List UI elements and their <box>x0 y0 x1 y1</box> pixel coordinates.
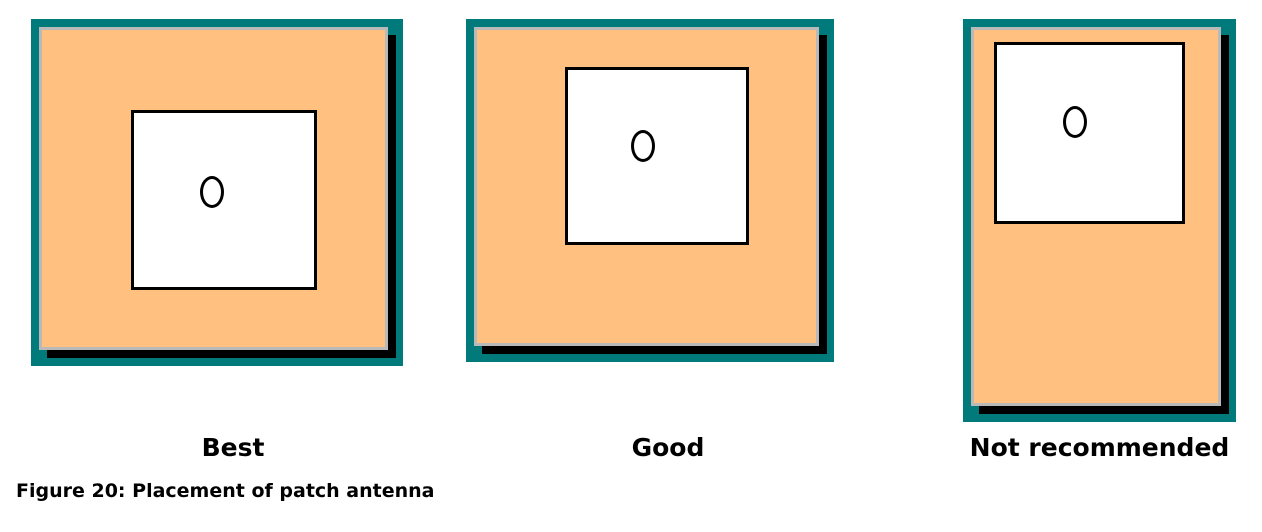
patch-antenna <box>131 110 317 290</box>
patch-antenna <box>565 67 749 245</box>
figure-caption: Figure 20: Placement of patch antenna <box>16 480 435 502</box>
ground-plane <box>971 27 1221 406</box>
feed-point-icon <box>1063 106 1087 138</box>
ground-plane <box>39 27 388 350</box>
label-best: Best <box>201 433 265 462</box>
board-not-recommended <box>963 19 1236 422</box>
ground-plane <box>474 27 819 346</box>
patch-antenna <box>994 42 1185 224</box>
board-good <box>466 19 834 362</box>
label-not-recommended: Not recommended <box>969 433 1230 462</box>
feed-point-icon <box>631 130 655 162</box>
feed-point-icon <box>200 176 224 208</box>
board-best <box>31 19 403 366</box>
label-good: Good <box>631 433 705 462</box>
